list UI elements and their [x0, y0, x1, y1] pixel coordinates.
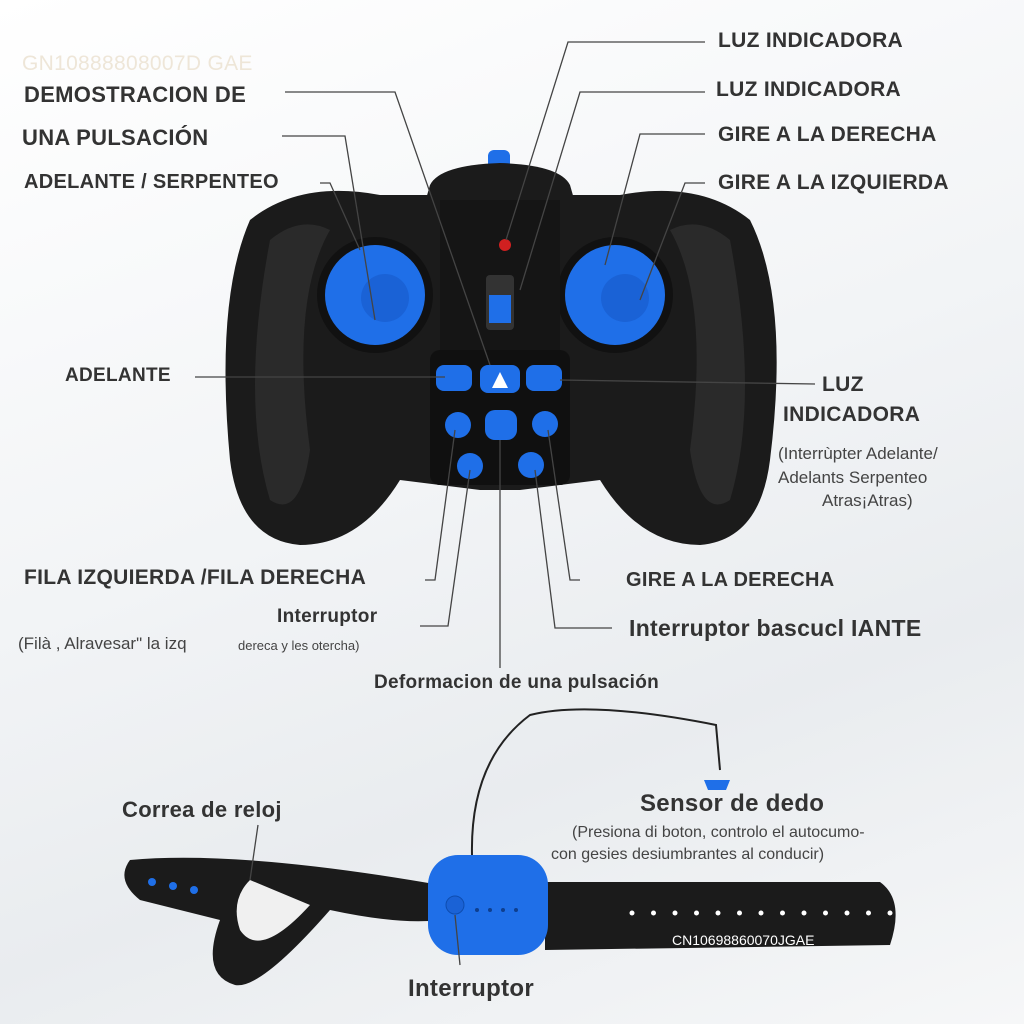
label-switch: Interruptor: [277, 606, 378, 627]
label-demo-line2: UNA PULSACIÓN: [22, 125, 209, 150]
label-indicator-2: LUZ INDICADORA: [716, 78, 902, 101]
indicator-note-line3: Atras¡Atras): [822, 491, 913, 510]
finger-sensor-note-line1: (Presiona di boton, controlo el autocumo…: [572, 824, 865, 841]
label-indicator-3-line1: LUZ: [822, 373, 864, 396]
row-left-button: [445, 412, 471, 438]
strap-code: CN10698860070JGAE: [672, 932, 815, 948]
label-toggle-switch: Interruptor bascucl IANTE: [629, 615, 922, 641]
label-turn-right-bottom: GIRE A LA DERECHA: [626, 569, 835, 591]
indicator-note-line2: Adelants Serpenteo: [778, 468, 928, 487]
label-finger-sensor: Sensor de dedo: [640, 790, 825, 817]
switch-note-a: (Filà , Alravesar" la izq: [18, 634, 187, 653]
strap-hole: [694, 910, 699, 916]
indicator-button: [526, 365, 562, 391]
remote-controller: [225, 150, 777, 545]
label-forward: ADELANTE: [65, 365, 171, 386]
strap-hole: [737, 910, 742, 916]
strap-hole: [801, 910, 807, 916]
finger-sensor: [704, 780, 730, 790]
label-strap: Correa de reloj: [122, 797, 282, 822]
strap-hole: [887, 910, 893, 916]
strap-hole: [672, 910, 678, 916]
strap-hole: [866, 910, 871, 916]
indicator-note-line1: (Interrùpter Adelante/: [778, 444, 938, 463]
indicator-led: [499, 239, 511, 251]
label-watch-switch: Interruptor: [408, 975, 534, 1002]
strap-hole: [651, 910, 656, 916]
label-turn-right-top: GIRE A LA DERECHA: [718, 123, 937, 146]
strap-hole: [823, 910, 828, 916]
watch-module: [428, 855, 548, 955]
label-turn-left-top: GIRE A LA IZQUIERDA: [718, 171, 949, 194]
label-deformation: Deformacion de una pulsación: [374, 672, 660, 693]
label-row-left-right: FILA IZQUIERDA /FILA DERECHA: [24, 566, 367, 589]
wrist-strap: [124, 708, 896, 986]
switch-note-b: dereca y les otercha): [238, 638, 360, 653]
strap-hole: [715, 910, 721, 916]
sensor-cable: [470, 708, 721, 856]
toggle-switch: [489, 295, 511, 323]
strap-hole: [758, 910, 764, 916]
label-indicator-1: LUZ INDICADORA: [718, 29, 904, 52]
label-demo-line1: DEMOSTRACION DE: [24, 82, 247, 107]
forward-button: [436, 365, 472, 391]
strap-hole: [844, 910, 850, 916]
label-indicator-3-line2: INDICADORA: [783, 403, 921, 426]
turn-right-button: [532, 411, 558, 437]
watermark: GN10888808007D GAE: [22, 52, 253, 75]
switch-button: [518, 452, 544, 478]
strap-hole: [780, 910, 785, 916]
deform-button: [485, 410, 517, 440]
switch-button: [445, 895, 465, 915]
finger-sensor-note-line2: con gesies desiumbrantes al conducir): [551, 846, 825, 863]
row-right-button: [457, 453, 483, 479]
leader-lines: [195, 41, 816, 668]
strap-hole: [629, 910, 635, 916]
label-forward-snake: ADELANTE / SERPENTEO: [24, 171, 279, 193]
